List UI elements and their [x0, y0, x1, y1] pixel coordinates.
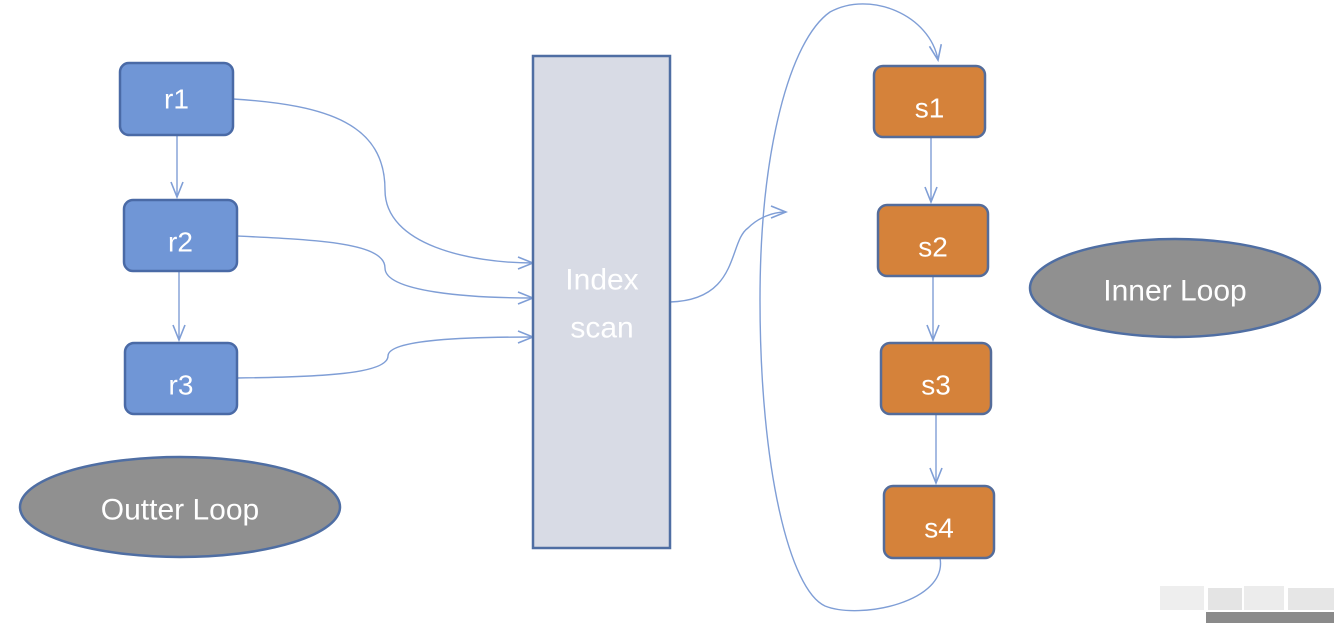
- inner-node-s4: s4: [882, 484, 996, 560]
- arrow-r1-to-index: [232, 98, 533, 263]
- inner-node-label: s2: [918, 232, 948, 263]
- inner-node-s2: s2: [876, 203, 990, 278]
- inner-node-label: s3: [921, 370, 951, 401]
- arrow-inner-loop-back: [759, 3, 941, 612]
- index-scan-label-line2: scan: [570, 312, 633, 345]
- outer-node-label: r2: [168, 227, 193, 258]
- outer-node-r3: r3: [123, 341, 239, 416]
- index-scan-box: Index scan: [531, 54, 672, 550]
- arrow-index-to-loop: [669, 212, 786, 303]
- watermark-block: [1288, 588, 1334, 610]
- outer-node-r2: r2: [122, 198, 239, 273]
- inner-loop-label: Inner Loop: [1103, 275, 1246, 308]
- watermark-block: [1206, 612, 1334, 623]
- watermark-block: [1208, 588, 1242, 610]
- watermark-block: [1244, 586, 1284, 610]
- outer-loop-ellipse: Outter Loop: [18, 455, 342, 559]
- inner-node-label: s1: [915, 93, 945, 124]
- arrow-r2-to-index: [236, 235, 533, 298]
- connectors: [177, 3, 941, 612]
- inner-node-s1: s1: [872, 64, 987, 139]
- inner-node-label: s4: [924, 513, 954, 544]
- index-scan-label-line1: Index: [565, 264, 638, 297]
- inner-loop-ellipse: Inner Loop: [1028, 237, 1322, 339]
- watermark-block: [1160, 586, 1204, 610]
- outer-node-label: r1: [164, 84, 189, 115]
- outer-loop-label: Outter Loop: [101, 494, 259, 527]
- outer-node-label: r3: [169, 370, 194, 401]
- inner-node-s3: s3: [879, 341, 993, 416]
- arrow-r3-to-index: [236, 337, 533, 379]
- outer-node-r1: r1: [118, 61, 235, 137]
